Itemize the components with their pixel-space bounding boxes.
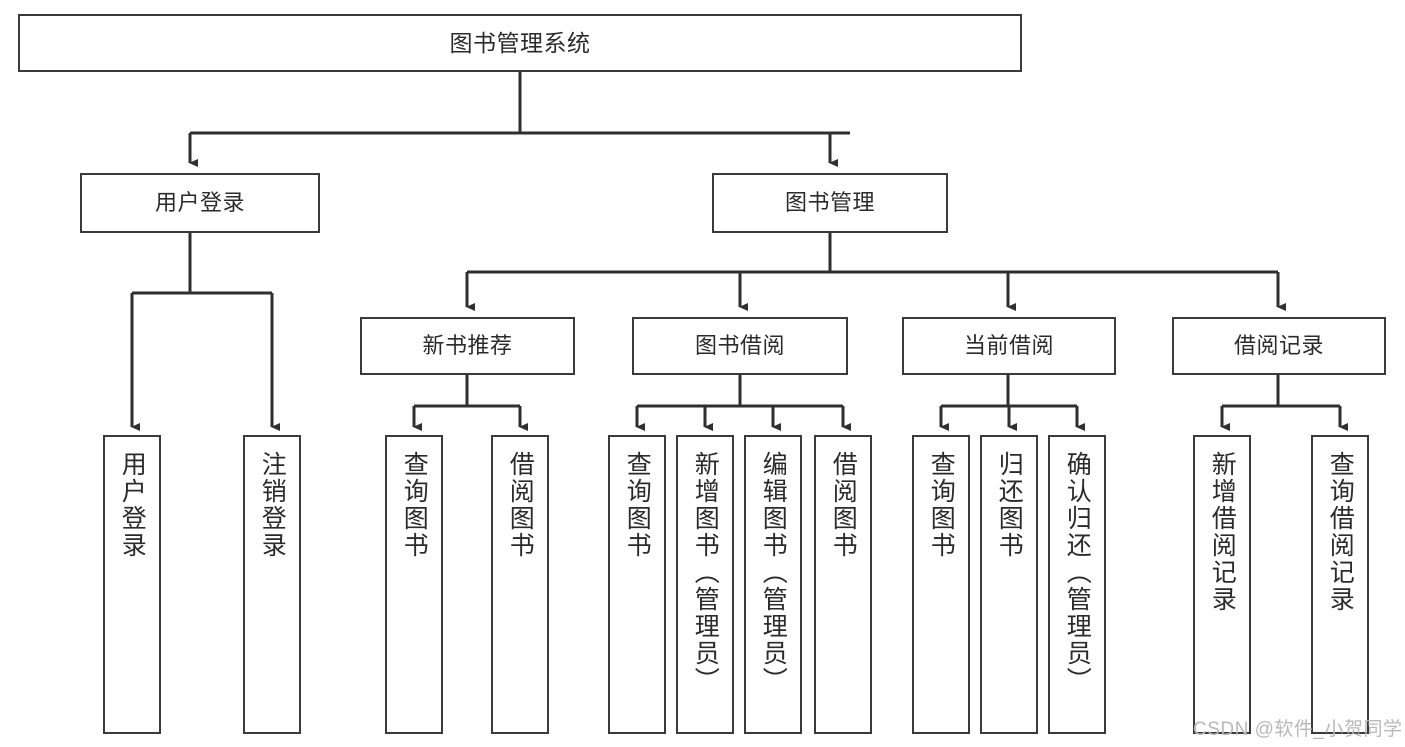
- node-leaf-user-login[interactable]: 用户登录: [103, 435, 161, 734]
- node-leaf-edit-book[interactable]: 编辑图书（管理员）: [744, 435, 802, 734]
- node-label: 归还图书: [995, 451, 1024, 559]
- node-leaf-query-record[interactable]: 查询借阅记录: [1311, 435, 1369, 734]
- node-label: 查询图书: [927, 451, 956, 559]
- node-label: 查询图书: [623, 451, 652, 559]
- node-leaf-add-book[interactable]: 新增图书（管理员）: [676, 435, 734, 734]
- node-label: 新增图书（管理员）: [691, 451, 720, 694]
- node-label: 用户登录: [118, 451, 147, 559]
- node-leaf-query-book-1[interactable]: 查询图书: [385, 435, 443, 734]
- node-label: 借阅记录: [1233, 333, 1324, 359]
- node-leaf-query-book-2[interactable]: 查询图书: [608, 435, 666, 734]
- node-label: 图书借阅: [694, 333, 785, 359]
- node-label: 确认归还（管理员）: [1063, 451, 1092, 694]
- node-book-borrow[interactable]: 图书借阅: [632, 317, 848, 375]
- node-leaf-return-book[interactable]: 归还图书: [980, 435, 1038, 734]
- node-label: 查询图书: [400, 451, 429, 559]
- node-leaf-borrow-book-2[interactable]: 借阅图书: [814, 435, 872, 734]
- node-current-borrow[interactable]: 当前借阅: [902, 317, 1116, 375]
- node-user-login[interactable]: 用户登录: [80, 173, 320, 233]
- node-label: 查询借阅记录: [1326, 451, 1355, 613]
- node-label: 编辑图书（管理员）: [759, 451, 788, 694]
- node-book-manage[interactable]: 图书管理: [712, 173, 948, 233]
- node-new-book-recommend[interactable]: 新书推荐: [360, 317, 575, 375]
- node-label: 借阅图书: [829, 451, 858, 559]
- node-leaf-add-record[interactable]: 新增借阅记录: [1193, 435, 1251, 734]
- node-label: 当前借阅: [963, 333, 1054, 359]
- node-label: 图书管理: [784, 190, 875, 216]
- node-leaf-user-logout[interactable]: 注销登录: [243, 435, 301, 734]
- node-label: 注销登录: [258, 451, 287, 559]
- node-label: 新书推荐: [422, 333, 513, 359]
- csdn-watermark: CSDN @软件_小贺同学: [1193, 719, 1403, 740]
- node-label: 用户登录: [154, 190, 245, 216]
- node-label: 图书管理系统: [449, 29, 591, 56]
- node-label: 借阅图书: [506, 451, 535, 559]
- node-borrow-record[interactable]: 借阅记录: [1172, 317, 1386, 375]
- node-label: 新增借阅记录: [1208, 451, 1237, 613]
- node-root-system[interactable]: 图书管理系统: [18, 14, 1022, 72]
- node-leaf-query-book-3[interactable]: 查询图书: [912, 435, 970, 734]
- node-leaf-borrow-book-1[interactable]: 借阅图书: [491, 435, 549, 734]
- node-leaf-confirm-return[interactable]: 确认归还（管理员）: [1048, 435, 1106, 734]
